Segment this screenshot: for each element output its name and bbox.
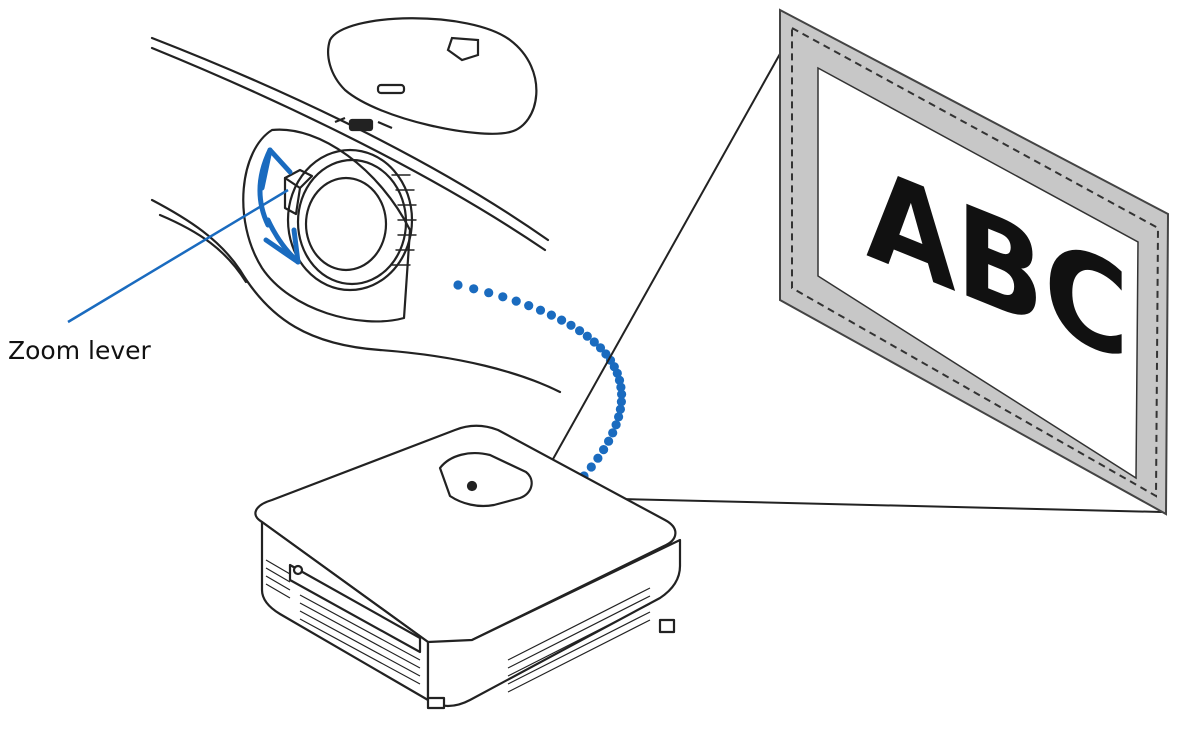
connector-dot <box>595 343 606 353</box>
connector-dot <box>589 337 599 347</box>
connector-dot <box>593 453 603 463</box>
projector-icon <box>254 424 682 710</box>
connector-dot <box>484 288 494 298</box>
projection-lines <box>547 35 1163 513</box>
connector-dot <box>566 320 576 330</box>
connector-dot <box>469 284 479 294</box>
connector-dot <box>575 326 585 336</box>
connector-dot <box>586 462 596 472</box>
connector-dot <box>453 280 463 290</box>
connector-dot <box>546 310 557 320</box>
connector-dot <box>498 292 508 302</box>
connector-dot <box>614 412 624 422</box>
connector-dot <box>611 420 621 430</box>
screen-icon: ABC <box>779 8 1170 516</box>
dotted-connector <box>453 280 627 481</box>
connector-dot <box>511 296 521 306</box>
connector-dot <box>599 445 609 455</box>
zoom-lever-arrow-icon <box>257 147 301 265</box>
zoom-lever-label: Zoom lever <box>8 336 151 365</box>
connector-dot <box>557 315 567 325</box>
connector-dot <box>535 305 546 315</box>
connector-dot <box>616 382 626 392</box>
connector-dot <box>615 404 626 414</box>
connector-dot <box>617 389 627 399</box>
lens-cover <box>327 17 538 135</box>
connector-dot <box>614 375 625 385</box>
connector-dot <box>612 368 622 378</box>
connector-dot <box>601 349 611 359</box>
lens-closeup <box>150 36 562 394</box>
connector-dot <box>616 397 627 407</box>
callout-line <box>67 188 289 324</box>
connector-dot <box>604 436 614 446</box>
connector-dot <box>524 301 534 311</box>
connector-dot <box>582 331 592 341</box>
connector-dot <box>608 428 618 438</box>
